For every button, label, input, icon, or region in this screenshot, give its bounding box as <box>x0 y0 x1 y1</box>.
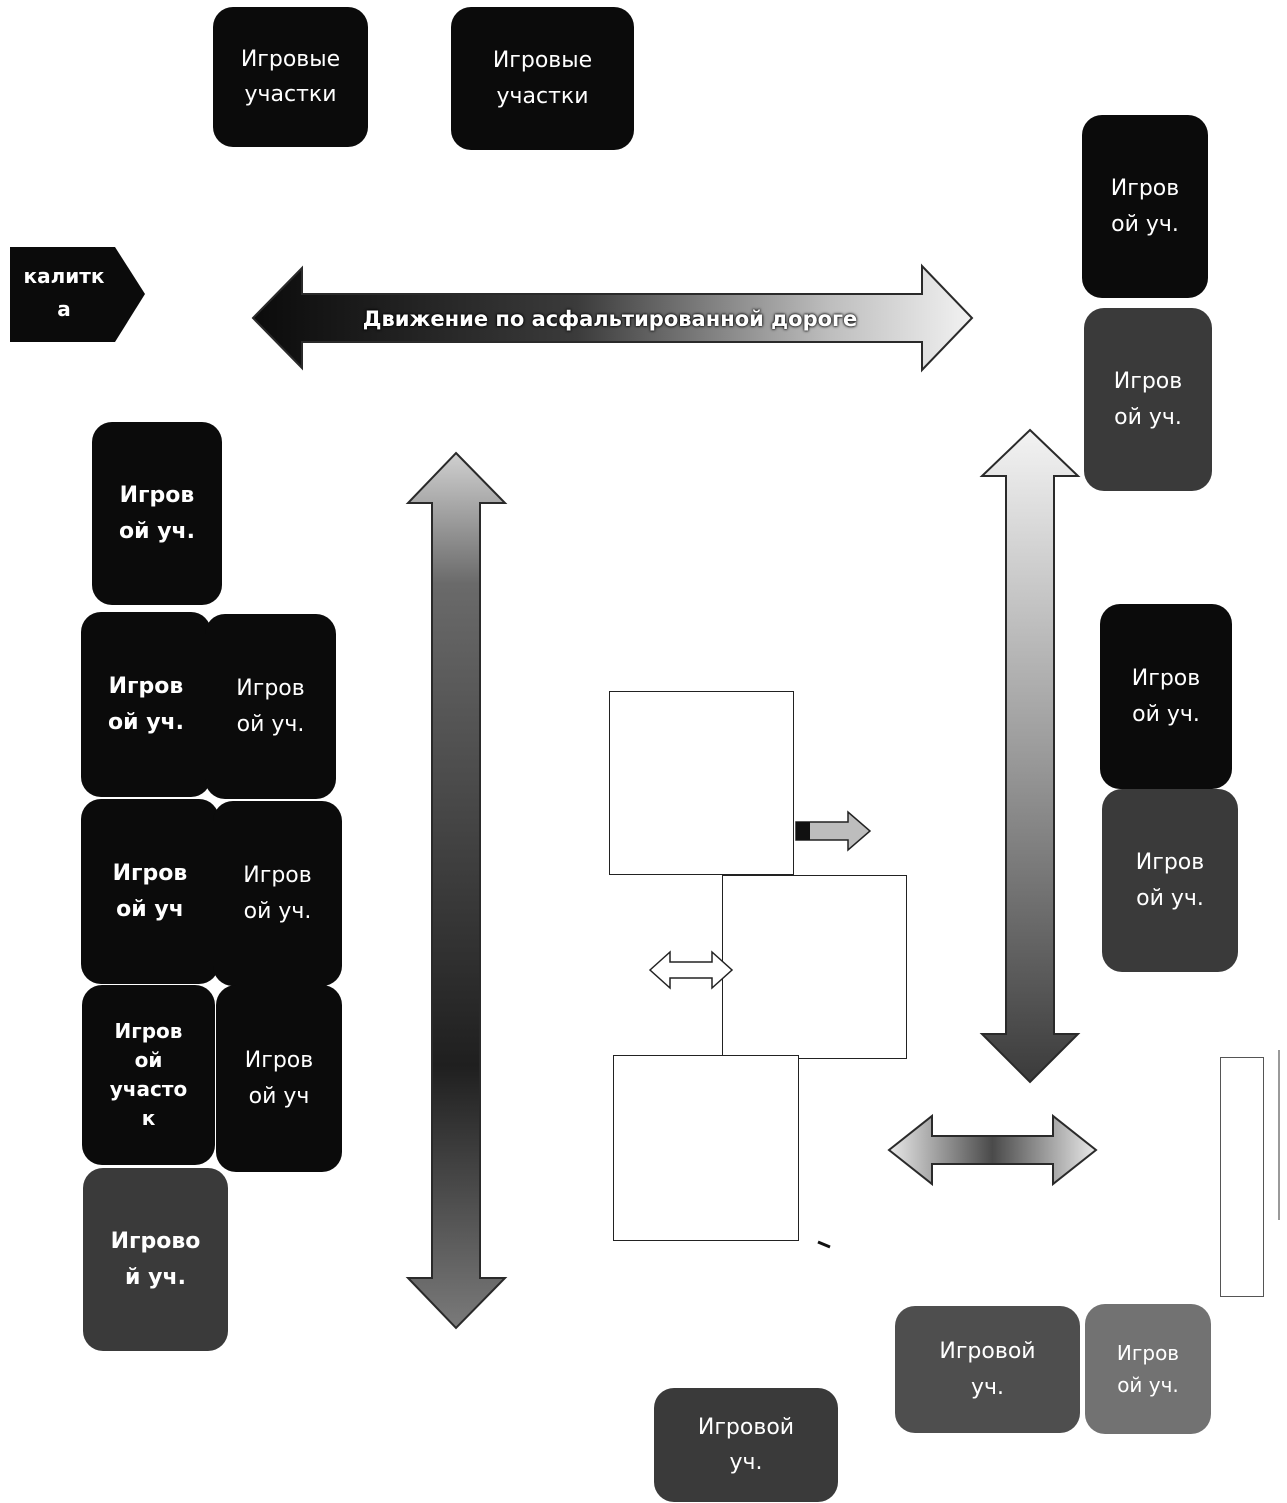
play-area-left-2: Игров ой уч. <box>81 612 211 797</box>
stray-mark <box>817 1240 831 1249</box>
center-square-2 <box>722 875 907 1059</box>
center-square-1 <box>609 691 794 875</box>
center-square-3 <box>613 1055 799 1241</box>
play-area-left-7: Игров ой уч <box>216 985 342 1172</box>
play-area-left-8: Игрово й уч. <box>83 1168 228 1351</box>
road-label: Движение по асфальтированной дороге <box>362 307 858 331</box>
play-area-right-2: Игров ой уч. <box>1084 308 1212 491</box>
play-area-right-1: Игров ой уч. <box>1082 115 1208 298</box>
play-area-right-3: Игров ой уч. <box>1100 604 1232 789</box>
right-vertical-arrow <box>979 428 1081 1084</box>
right-edge-rect <box>1220 1057 1264 1297</box>
play-area-bottom-3: Игровой уч. <box>654 1388 838 1502</box>
small-double-arrow <box>648 950 734 990</box>
play-area-left-3: Игров ой уч. <box>205 614 336 799</box>
play-area-top-2: Игровые участки <box>451 7 634 150</box>
play-area-bottom-1: Игровой уч. <box>895 1306 1080 1433</box>
play-area-top-1: Игровые участки <box>213 7 368 147</box>
left-vertical-arrow <box>405 451 508 1330</box>
road-arrow <box>251 263 974 373</box>
bottom-horizontal-arrow <box>887 1113 1098 1187</box>
play-area-bottom-2: Игров ой уч. <box>1085 1304 1211 1434</box>
play-area-right-4: Игров ой уч. <box>1102 789 1238 972</box>
play-area-left-1: Игров ой уч. <box>92 422 222 605</box>
right-edge-line <box>1278 1050 1280 1220</box>
play-area-left-6: Игров ой участо к <box>82 985 215 1165</box>
play-area-left-5: Игров ой уч. <box>213 801 342 986</box>
gate-shape <box>10 247 145 342</box>
gate-label: калитк а <box>23 264 105 321</box>
play-area-left-4: Игров ой уч <box>81 799 219 984</box>
